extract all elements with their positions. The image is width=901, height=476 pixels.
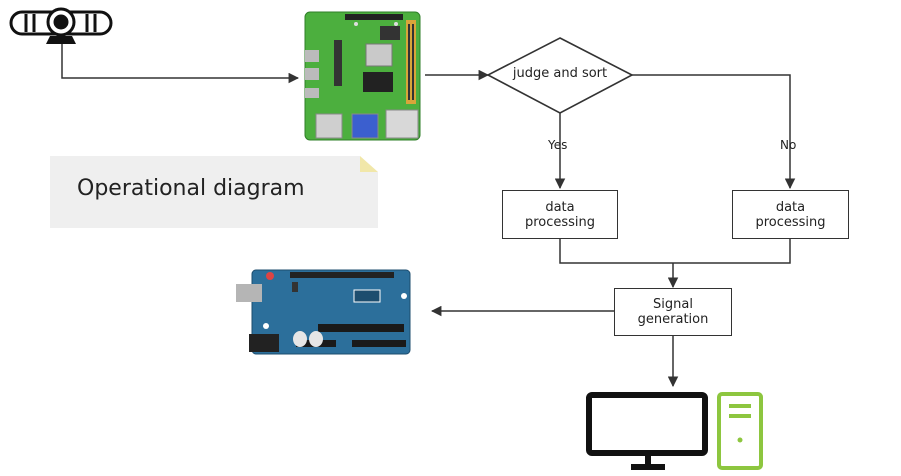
data-processing-no-box: data processing	[732, 190, 849, 239]
webcam-icon	[9, 7, 113, 44]
note-fold-corner	[360, 156, 378, 172]
no-label: No	[780, 138, 797, 152]
no-branch-arrow	[632, 74, 796, 190]
arduino-uno-board-icon	[236, 269, 411, 355]
yes-label: Yes	[548, 138, 568, 152]
signal-generation-box: Signal generation	[614, 288, 732, 336]
decision-label: judge and sort	[512, 66, 608, 81]
raspberry-pi-board-icon	[304, 11, 421, 141]
data-processing-yes-box: data processing	[502, 190, 618, 239]
desktop-computer-icon	[586, 392, 763, 470]
diagram-title: Operational diagram	[77, 176, 305, 201]
connectors	[61, 36, 796, 388]
signal-generation-label: Signal generation	[637, 297, 709, 327]
data-processing-no-label: data processing	[755, 199, 826, 230]
data-processing-yes-label: data processing	[524, 199, 596, 230]
decision-diamond	[486, 37, 634, 114]
merge-left-line	[559, 239, 791, 264]
diagram-title-note: Operational diagram	[50, 156, 378, 228]
camera-to-pi-arrow	[61, 36, 300, 84]
